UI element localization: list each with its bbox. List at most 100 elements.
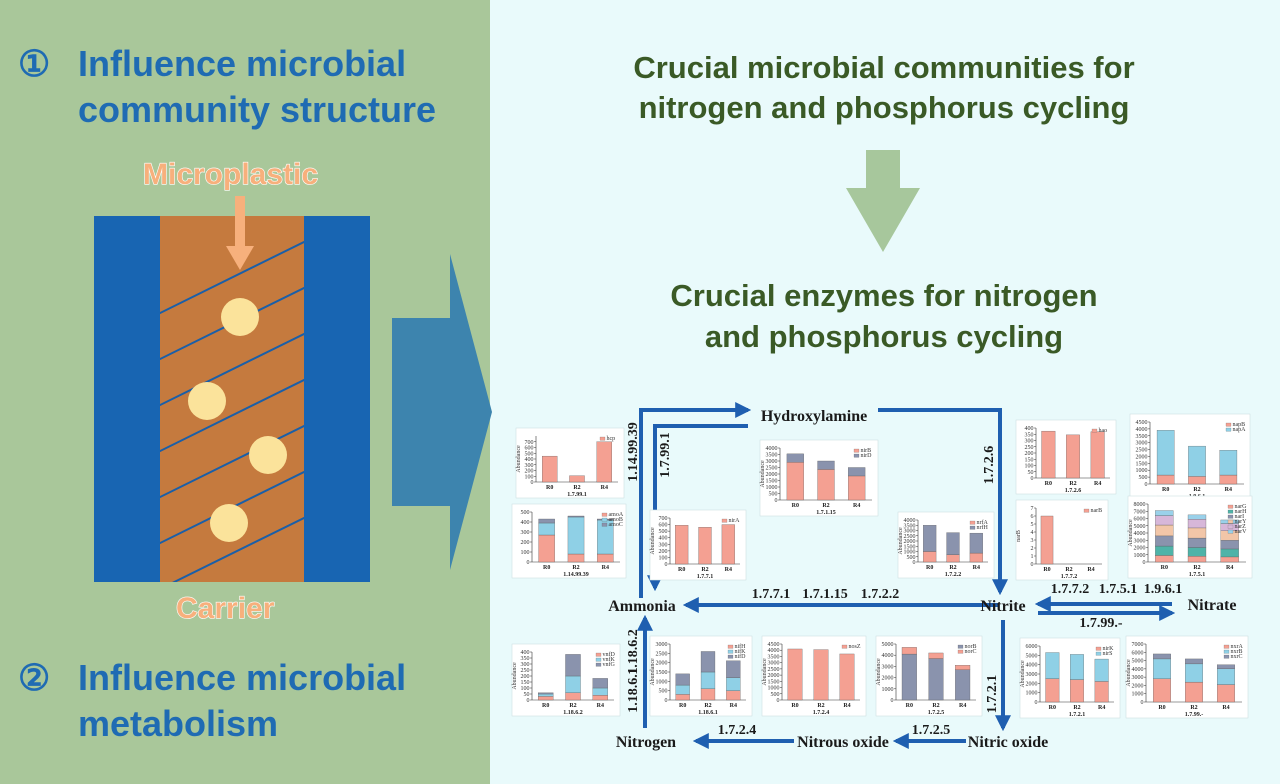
legend-label: vnfD	[603, 651, 616, 658]
bar-segment	[542, 455, 558, 483]
y-axis-label: narB	[1016, 530, 1022, 542]
y-tick-label: 500	[525, 451, 534, 457]
x-category-label: R4	[1226, 565, 1233, 571]
y-axis-label: Abundance	[876, 658, 882, 686]
y-tick-label: 4000	[904, 518, 916, 524]
mini-chart: 05001000150020002500300035004000Abundanc…	[897, 511, 995, 579]
y-tick-label: 2	[1031, 546, 1034, 552]
x-category-label: R0	[1161, 565, 1168, 571]
x-axis-label: 1.7.2.2	[945, 572, 962, 578]
legend-swatch	[1223, 654, 1230, 659]
y-tick-label: 0	[531, 480, 534, 486]
x-category-label: R2	[817, 703, 824, 709]
bar-segment	[1045, 678, 1060, 703]
legend-swatch	[1227, 524, 1234, 529]
enzyme-1-7-2-5: 1.7.2.5	[912, 723, 951, 738]
bar-segment	[955, 665, 971, 670]
bar-segment	[675, 525, 689, 565]
y-tick-label: 1000	[1134, 553, 1146, 559]
y-tick-label: 1000	[882, 687, 894, 693]
bar-segment	[817, 460, 835, 470]
carrier-label: Carrier	[176, 592, 275, 625]
legend-label: nxrC	[1231, 654, 1243, 660]
y-tick-label: 5000	[1134, 524, 1146, 530]
legend-swatch	[1227, 504, 1234, 509]
y-tick-label: 300	[521, 530, 530, 536]
x-category-label: R4	[853, 503, 860, 509]
y-axis-label: Abundance	[516, 445, 522, 473]
y-tick-label: 4000	[1134, 531, 1146, 537]
legend-swatch	[853, 448, 860, 453]
y-tick-label: 300	[659, 542, 668, 548]
y-tick-label: 1500	[656, 670, 668, 676]
legend-label: nxrB	[1231, 649, 1243, 655]
legend-swatch	[1227, 509, 1234, 514]
y-tick-label: 200	[1025, 451, 1034, 457]
bar-segment	[928, 652, 944, 659]
y-tick-label: 2000	[1134, 546, 1146, 552]
bar-segment	[839, 653, 855, 701]
x-category-label: R4	[601, 485, 608, 491]
bar-segment	[901, 653, 917, 701]
enzyme-1-7-5-1: 1.7.5.1	[1099, 582, 1138, 597]
legend-label: nirK	[1103, 646, 1115, 652]
y-tick-label: 100	[1025, 464, 1034, 470]
y-tick-label: 0	[527, 560, 530, 566]
legend-swatch	[969, 520, 976, 525]
bar-segment	[567, 553, 585, 563]
enzyme-1-7-2-4: 1.7.2.4	[718, 723, 757, 738]
enzyme-1-7-7-2: 1.7.7.2	[1051, 582, 1090, 597]
y-tick-label: 150	[521, 680, 530, 686]
bar-segment	[1219, 450, 1238, 476]
x-category-label: R2	[701, 567, 708, 573]
bar-segment	[923, 525, 937, 552]
y-tick-label: 0	[891, 698, 894, 704]
y-tick-label: 500	[1139, 475, 1148, 481]
y-tick-label: 1500	[904, 544, 916, 550]
x-category-label: R4	[725, 567, 732, 573]
y-tick-label: 5000	[882, 642, 894, 648]
legend-label: vnfK	[603, 656, 616, 663]
y-tick-label: 0	[527, 698, 530, 704]
bar-segment	[1090, 431, 1105, 479]
microplastic-particle	[249, 436, 287, 474]
bar-segment	[675, 684, 690, 695]
legend-label: nifD	[735, 653, 747, 660]
y-tick-label: 0	[665, 698, 668, 704]
section2-marker: ②	[18, 657, 50, 698]
bar-segment	[698, 527, 712, 565]
y-tick-label: 400	[525, 457, 534, 463]
x-category-label: R2	[704, 703, 711, 709]
y-axis-label: Abundance	[650, 527, 656, 555]
x-category-label: R0	[543, 565, 550, 571]
enzyme-1-14-99-39: 1.14.99.39	[626, 422, 641, 482]
x-category-label: R0	[792, 503, 799, 509]
y-tick-label: 500	[907, 555, 916, 561]
y-tick-label: 3000	[1136, 441, 1148, 447]
x-category-label: R0	[678, 567, 685, 573]
legend-swatch	[721, 518, 728, 523]
node-hydroxylamine: Hydroxylamine	[761, 408, 867, 425]
x-category-label: R0	[542, 703, 549, 709]
y-tick-label: 1000	[766, 485, 778, 491]
legend-label: narB	[1091, 508, 1103, 514]
bar-segment	[538, 692, 554, 695]
y-tick-label: 600	[525, 446, 534, 452]
bar-segment	[1094, 658, 1109, 682]
x-category-label: R2	[932, 703, 939, 709]
bar-segment	[538, 534, 555, 563]
bar-segment	[817, 469, 835, 501]
y-tick-label: 4000	[1026, 663, 1038, 669]
y-tick-label: 8000	[1134, 502, 1146, 508]
bar-segment	[1155, 535, 1174, 547]
microplastic-particle	[188, 382, 226, 420]
x-category-label: R4	[1087, 567, 1094, 573]
bar-segment	[1155, 524, 1174, 537]
y-tick-label: 400	[659, 536, 668, 542]
legend-label: amoC	[609, 522, 623, 528]
legend-swatch	[1095, 651, 1102, 656]
bar-segment	[597, 553, 614, 563]
legend-swatch	[853, 453, 860, 458]
